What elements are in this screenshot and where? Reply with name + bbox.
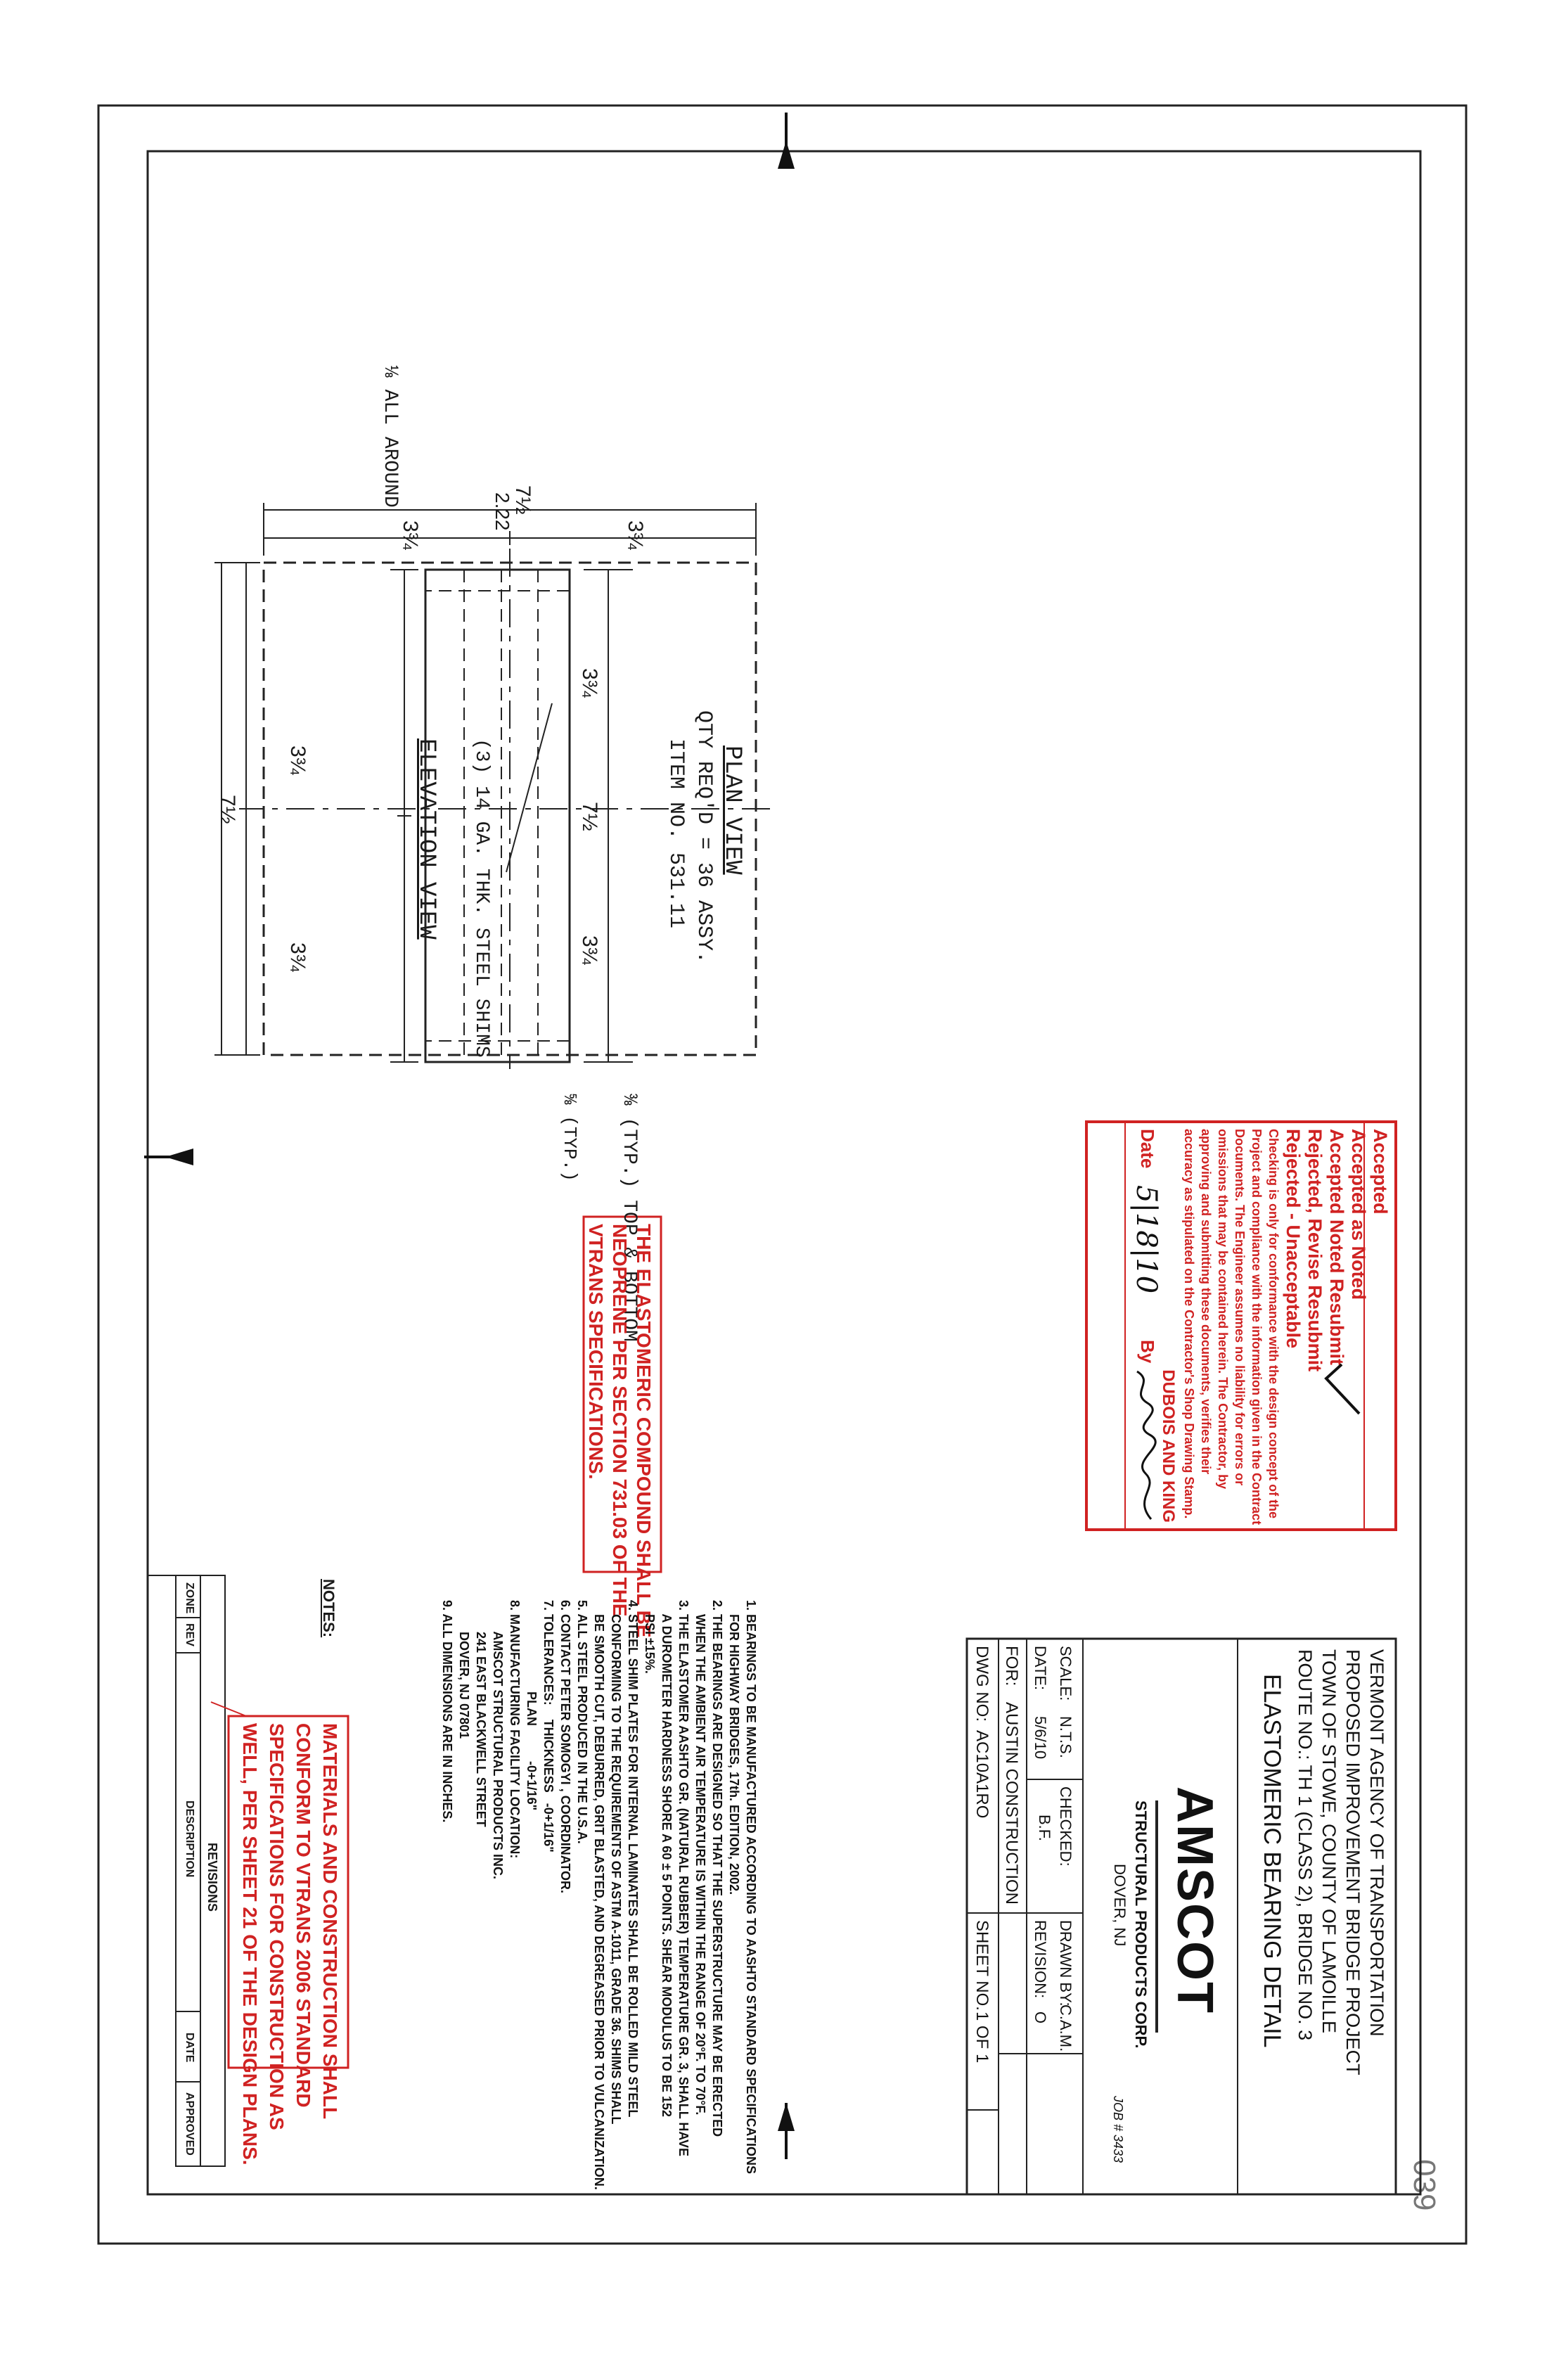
note-line: BE SMOOTH CUT, DEBURRED, GRIT BLASTED, A… [592, 1600, 606, 2190]
note-line: PLAN -0+1/16" [525, 1600, 539, 1811]
red-note-materials-line: SPECIFICATIONS FOR CONSTRUCTION AS [266, 1723, 288, 2130]
stamp-date-label: Date [1137, 1129, 1158, 1169]
job-number: JOB # 3433 [1111, 2096, 1125, 2163]
title-block: VERMONT AGENCY OF TRANSPORTATION PROPOSE… [1293, 1649, 1389, 2184]
revisions-col-description: DESCRIPTION [184, 1800, 195, 1878]
red-note-materials-line: CONFORM TO VTRANS 2006 STANDARD [293, 1723, 314, 2108]
notes-block: NOTES: [314, 1579, 338, 2071]
scale-label: SCALE: [1057, 1646, 1074, 1701]
note-line: 9. ALL DIMENSIONS ARE IN INCHES. [440, 1600, 454, 1823]
stamp-accepted-noted-resubmit: Accepted Noted Resubmit [1326, 1129, 1347, 1366]
note-line: 5. ALL STEEL PRODUCED IN THE U.S.A. [575, 1600, 589, 1844]
drawing-title: ELASTOMERIC BEARING DETAIL [1259, 1674, 1285, 2048]
note-line: 6. CONTACT PETER SOMOGYI , COORDINATOR. [558, 1600, 572, 1894]
for-value: AUSTIN CONSTRUCTION [1002, 1702, 1021, 1905]
stamp-body-line: Checking is only for conformance with th… [1266, 1129, 1280, 1519]
elev-note-shims: (3) 14 GA. THK. STEEL SHIMS [470, 738, 492, 1058]
project-line: ROUTE NO.: TH 1 (CLASS 2), BRIDGE NO. 3 [1295, 1649, 1316, 2041]
revisions-col-date: DATE [184, 2033, 195, 2063]
plan-dim-left-total: 7½ [511, 485, 534, 515]
red-note-elastomeric: THE ELASTOMERIC COMPOUND SHALL BE NEOPRE… [584, 1224, 655, 1638]
plan-view-item: ITEM NO. 531.11 [664, 738, 688, 929]
note-line: A DUROMETER HARDNESS SHORE A 60 ± 5 POIN… [660, 1600, 674, 2117]
note-line: 3. THE ELASTOMER AASHTO GR. (NATURAL RUB… [676, 1600, 691, 2157]
elevation-view-title: ELEVATION VIEW [413, 738, 439, 940]
note-line: PSI ±15%. [643, 1600, 657, 1674]
title-block-project: VERMONT AGENCY OF TRANSPORTATION PROPOSE… [1293, 1649, 1389, 2184]
stamp-body-line: accuracy as stipulated on the Contractor… [1182, 1129, 1196, 1519]
revision-value: O [1032, 2011, 1049, 2024]
checked-value: B.F. [1036, 1815, 1053, 1841]
dwg-value: AC10A1RO [973, 1730, 991, 1819]
project-line: PROPOSED IMPROVEMENT BRIDGE PROJECT [1342, 1649, 1363, 2075]
note-line: WHEN THE AMBIENT AIR TEMPERATURE IS WITH… [693, 1600, 707, 2116]
revisions-col-rev: REV [184, 1623, 195, 1646]
sheet-value: 1 OF 1 [973, 2011, 991, 2064]
note-line: 8. MANUFACTURING FACILITY LOCATION: [508, 1600, 522, 1859]
date-value: 5/6/10 [1032, 1716, 1049, 1760]
plan-dim-left-top: 3¾ [624, 520, 647, 550]
notes-items: 1. BEARINGS TO BE MANUFACTURED ACCORDING… [439, 1600, 759, 2190]
stamp-body-line: approving and submitting these documents… [1199, 1129, 1213, 1475]
stamp-body-line: Documents. The Engineer assumes no liabi… [1233, 1129, 1247, 1486]
elev-dim-total: 7½ [578, 802, 601, 831]
plan-dim-total: 7½ [216, 795, 239, 824]
stamp-rejected-unacceptable: Rejected - Unacceptable [1283, 1129, 1304, 1349]
sheet-label: SHEET NO. [973, 1920, 991, 2011]
drawn-value: C.A.M. [1057, 2004, 1074, 2052]
revisions-title: REVISIONS [205, 1843, 219, 1912]
stamp-by-label: By [1137, 1340, 1158, 1364]
note-line: 241 EAST BLACKWELL STREET [474, 1600, 488, 1827]
checkmark-icon [1324, 1363, 1361, 1415]
elev-note-all-around: ⅛ ALL AROUND [379, 366, 401, 508]
stamp-rejected-revise: Rejected, Revise Resubmit [1304, 1129, 1325, 1372]
revisions-col-approved: APPROVED [184, 2092, 195, 2156]
stamp-date-value: 5|18|10 [1130, 1185, 1162, 1294]
company-city: DOVER, NJ [1111, 1864, 1129, 1947]
note-line: FOR HIGHWAY BRIDGES, 17th. EDITION, 2002… [727, 1600, 741, 1895]
stamp-body-line: omissions that may be contained herein. … [1216, 1129, 1230, 1490]
red-note-elastomeric-line: NEOPRENE PER SECTION 731.03 OF THE [609, 1224, 631, 1617]
plan-view-title: PLAN VIEW [719, 746, 745, 875]
checked-label: CHECKED: [1057, 1786, 1074, 1867]
company-logo: AMSCOT [1167, 1786, 1223, 2014]
company-name: STRUCTURAL PRODUCTS CORP. [1132, 1800, 1150, 2049]
scale-value: N.T.S. [1057, 1716, 1074, 1758]
revision-label: REVISION: [1032, 1920, 1049, 1999]
project-line: TOWN OF STOWE, COUNTY OF LAMOILLE [1318, 1649, 1340, 2034]
project-line: VERMONT AGENCY OF TRANSPORTATION [1366, 1649, 1387, 2037]
plan-view-qty: QTY REQ'D = 36 ASSY. [692, 710, 716, 964]
notes-heading: NOTES: [320, 1579, 338, 1638]
for-label: FOR: [1002, 1646, 1021, 1687]
revisions-col-zone: ZONE [184, 1582, 195, 1614]
review-stamp: Accepted Accepted as Noted Accepted Note… [1127, 1129, 1391, 1525]
dwg-label: DWG NO: [973, 1646, 991, 1722]
plan-dim-right-half: 3¾ [286, 942, 309, 972]
note-line: 1. BEARINGS TO BE MANUFACTURED ACCORDING… [744, 1600, 758, 2175]
drawn-label: DRAWN BY: [1057, 1920, 1074, 2007]
plan-dim-left-half: 3¾ [286, 746, 309, 775]
elev-dim-thickness: 2.22 [492, 492, 513, 531]
red-note-elastomeric-line: VTRANS SPECIFICATIONS. [585, 1224, 607, 1480]
stamp-accepted: Accepted [1370, 1129, 1391, 1215]
note-line: 4. STEEL SHIM PLATES FOR INTERNAL LAMINA… [626, 1600, 640, 2118]
red-note-elastomeric-line: THE ELASTOMERIC COMPOUND SHALL BE [633, 1224, 655, 1638]
elev-dim-half-a: 3¾ [578, 668, 601, 698]
elev-dim-half-b: 3¾ [578, 935, 601, 965]
stamp-signature [1136, 1370, 1157, 1520]
stamp-body-line: Project and compliance with the informat… [1250, 1129, 1264, 1525]
note-line: CONFORMING TO THE REQUIREMENTS OF ASTM A… [609, 1600, 623, 2125]
note-line: DOVER, NJ 07801 [457, 1600, 471, 1739]
note-line: 7. TOLERANCES: THICKNESS -0+1/16" [541, 1600, 556, 1853]
plan-dim-left-bottom: 3¾ [399, 520, 422, 550]
date-label: DATE: [1032, 1646, 1049, 1691]
red-note-materials-line: WELL, PER SHEET 21 OF THE DESIGN PLANS. [239, 1723, 261, 2165]
note-line: 2. THE BEARINGS ARE DESIGNED SO THAT THE… [710, 1600, 724, 2137]
stamp-accepted-as-noted: Accepted as Noted [1348, 1129, 1369, 1300]
elev-note-typ: ⅝ (TYP.) [559, 1094, 580, 1182]
note-line: AMSCOT STRUCTURAL PRODUCTS INC. [491, 1600, 505, 1880]
